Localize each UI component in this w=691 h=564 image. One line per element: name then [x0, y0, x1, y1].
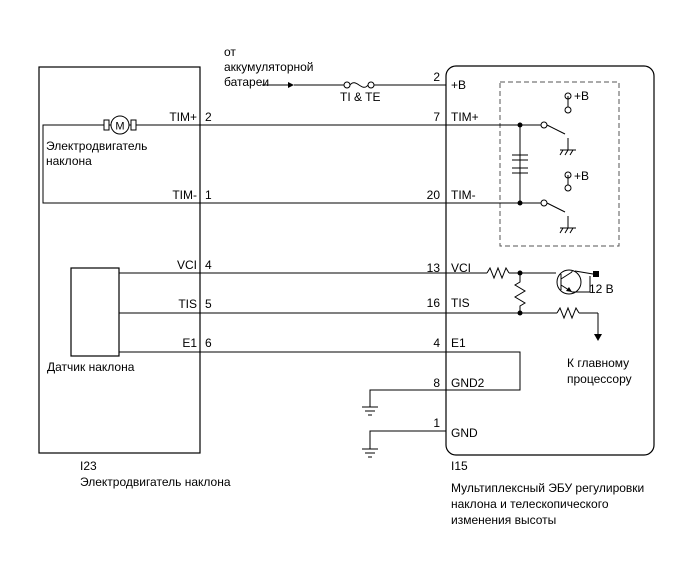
left-component-box: [38, 66, 201, 454]
motor-icon: [103, 115, 137, 135]
right-pin-name-gnd2: GND2: [451, 376, 485, 390]
left-component-id: I23: [80, 459, 97, 473]
main-cpu-label-1: К главному: [567, 356, 629, 370]
motor-label-2: наклона: [46, 154, 92, 168]
left-pin-num-timp: 2: [205, 110, 212, 124]
left-pin-name-vci: VCI: [177, 258, 197, 272]
right-pin-num-b: 2: [433, 70, 440, 84]
right-pin-num-timm: 20: [427, 188, 441, 202]
e1-gnd2-loop-wire: [446, 351, 521, 391]
left-pin-num-timm: 1: [205, 188, 212, 202]
main-cpu-label-2: процессору: [567, 372, 632, 386]
tis-resistor-icon: [556, 306, 580, 320]
right-component-box: [445, 65, 655, 456]
source-text-1: от: [224, 45, 236, 59]
right-pin-name-gnd: GND: [451, 426, 478, 440]
right-pin-num-vci: 13: [427, 261, 441, 275]
left-pin-num-vci: 4: [205, 258, 212, 272]
cpu-arrow-icon: [594, 334, 602, 341]
source-text-3: батареи: [224, 75, 269, 89]
source-text-2: аккумуляторной: [224, 60, 314, 74]
vci-resistor-icon: [486, 266, 510, 280]
right-pin-name-b: +B: [451, 78, 466, 92]
right-pin-num-gnd2: 8: [433, 376, 440, 390]
right-component-name-2: наклона и телескопического: [451, 497, 609, 511]
right-pin-num-tis: 16: [427, 296, 441, 310]
right-component-name-1: Мультиплексный ЭБУ регулировки: [451, 481, 644, 495]
right-pin-name-tis: TIS: [451, 296, 470, 310]
right-component-id: I15: [451, 459, 468, 473]
ground-icon-gnd: [362, 448, 378, 458]
gnd-wire: [369, 430, 446, 449]
fuse-icon: [343, 81, 375, 89]
relay-supply-1: +B: [574, 89, 589, 103]
sensor-label: Датчик наклона: [47, 360, 135, 374]
right-component-name-3: изменения высоты: [451, 513, 556, 527]
right-pin-num-gnd: 1: [433, 416, 440, 430]
relay-group-box: [499, 81, 620, 247]
left-component-name: Электродвигатель наклона: [80, 475, 231, 489]
relay-supply-2: +B: [574, 169, 589, 183]
relay-switch-1-icon: [540, 92, 576, 156]
left-pin-name-timm: TIM-: [172, 188, 197, 202]
right-pin-name-timp: TIM+: [451, 110, 479, 124]
motor-label-1: Электродвигатель: [46, 139, 147, 153]
gnd2-wire: [369, 389, 446, 407]
left-pin-name-timp: TIM+: [169, 110, 197, 124]
voltage-label: 12 В: [589, 282, 614, 296]
right-pin-name-e1: E1: [451, 336, 466, 350]
motor-symbol: M: [115, 121, 124, 133]
pulldown-resistor-icon: [514, 273, 526, 313]
right-pin-num-e1: 4: [433, 336, 440, 350]
fuse-label: TI & TE: [340, 90, 380, 104]
left-pin-name-e1: E1: [182, 336, 197, 350]
right-pin-num-timp: 7: [433, 110, 440, 124]
capacitor-icon: [512, 154, 528, 174]
left-pin-num-e1: 6: [205, 336, 212, 350]
left-pin-name-tis: TIS: [178, 297, 197, 311]
relay-switch-2-icon: [540, 171, 576, 234]
battery-arrow-icon: [262, 82, 294, 88]
left-pin-num-tis: 5: [205, 297, 212, 311]
transistor-icon: [556, 269, 599, 295]
right-pin-name-vci: VCI: [451, 261, 471, 275]
tilt-sensor-box: [70, 267, 120, 357]
right-pin-name-timm: TIM-: [451, 188, 476, 202]
ground-icon-gnd2: [362, 406, 378, 416]
